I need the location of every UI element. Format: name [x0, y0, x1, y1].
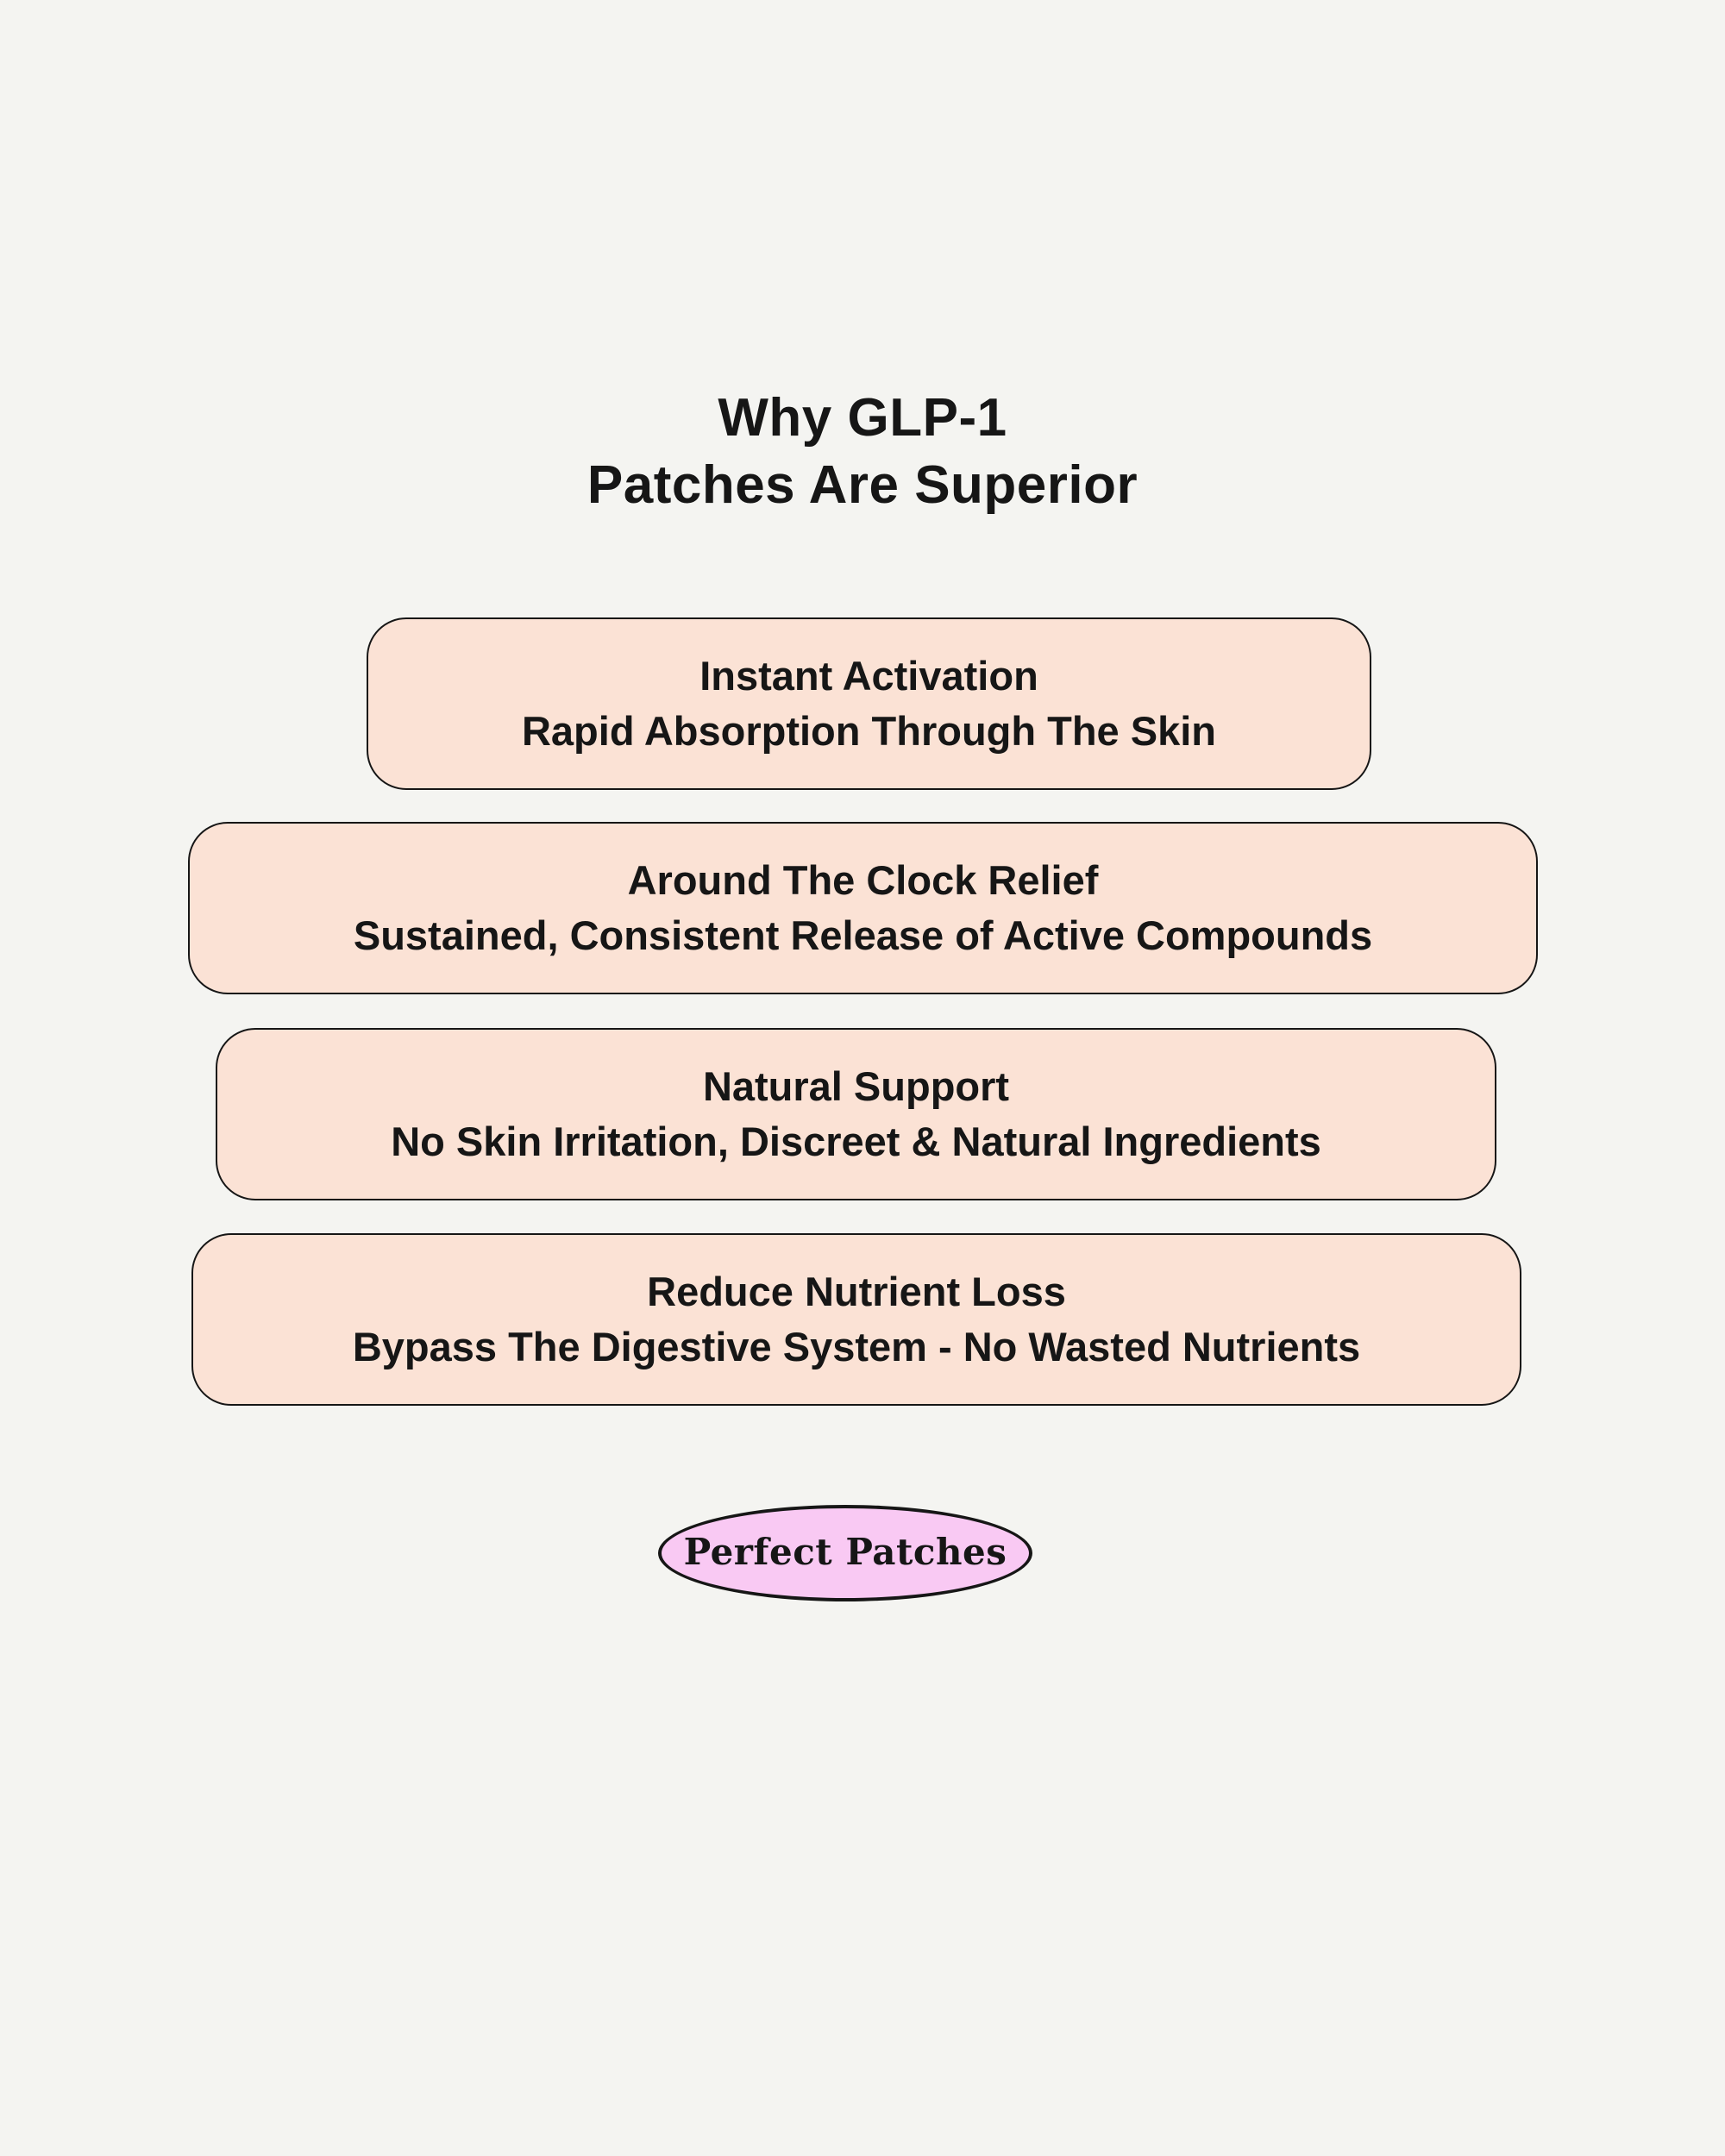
benefit-card-instant-activation: Instant Activation Rapid Absorption Thro… — [367, 617, 1371, 790]
benefit-card-natural-support: Natural Support No Skin Irritation, Disc… — [216, 1028, 1496, 1200]
brand-badge-label: Perfect Patches — [683, 1530, 1007, 1573]
brand-badge: Perfect Patches — [658, 1505, 1032, 1601]
benefit-card-around-the-clock: Around The Clock Relief Sustained, Consi… — [188, 822, 1538, 994]
benefit-card-subheading: Bypass The Digestive System - No Wasted … — [352, 1324, 1361, 1369]
benefit-card-heading: Instant Activation — [699, 653, 1038, 699]
page-title-line1: Why GLP-1 — [718, 387, 1007, 448]
benefit-card-subheading: No Skin Irritation, Discreet & Natural I… — [391, 1119, 1321, 1164]
benefit-card-heading: Reduce Nutrient Loss — [647, 1269, 1066, 1314]
benefit-card-heading: Natural Support — [702, 1063, 1010, 1109]
benefit-card-heading: Around The Clock Relief — [627, 857, 1099, 903]
benefit-card-reduce-nutrient-loss: Reduce Nutrient Loss Bypass The Digestiv… — [191, 1233, 1521, 1406]
page-title: Why GLP-1 Patches Are Superior — [0, 385, 1725, 519]
benefit-card-subheading: Rapid Absorption Through The Skin — [521, 708, 1217, 754]
benefit-card-subheading: Sustained, Consistent Release of Active … — [353, 912, 1373, 958]
page-title-line2: Patches Are Superior — [586, 454, 1138, 515]
